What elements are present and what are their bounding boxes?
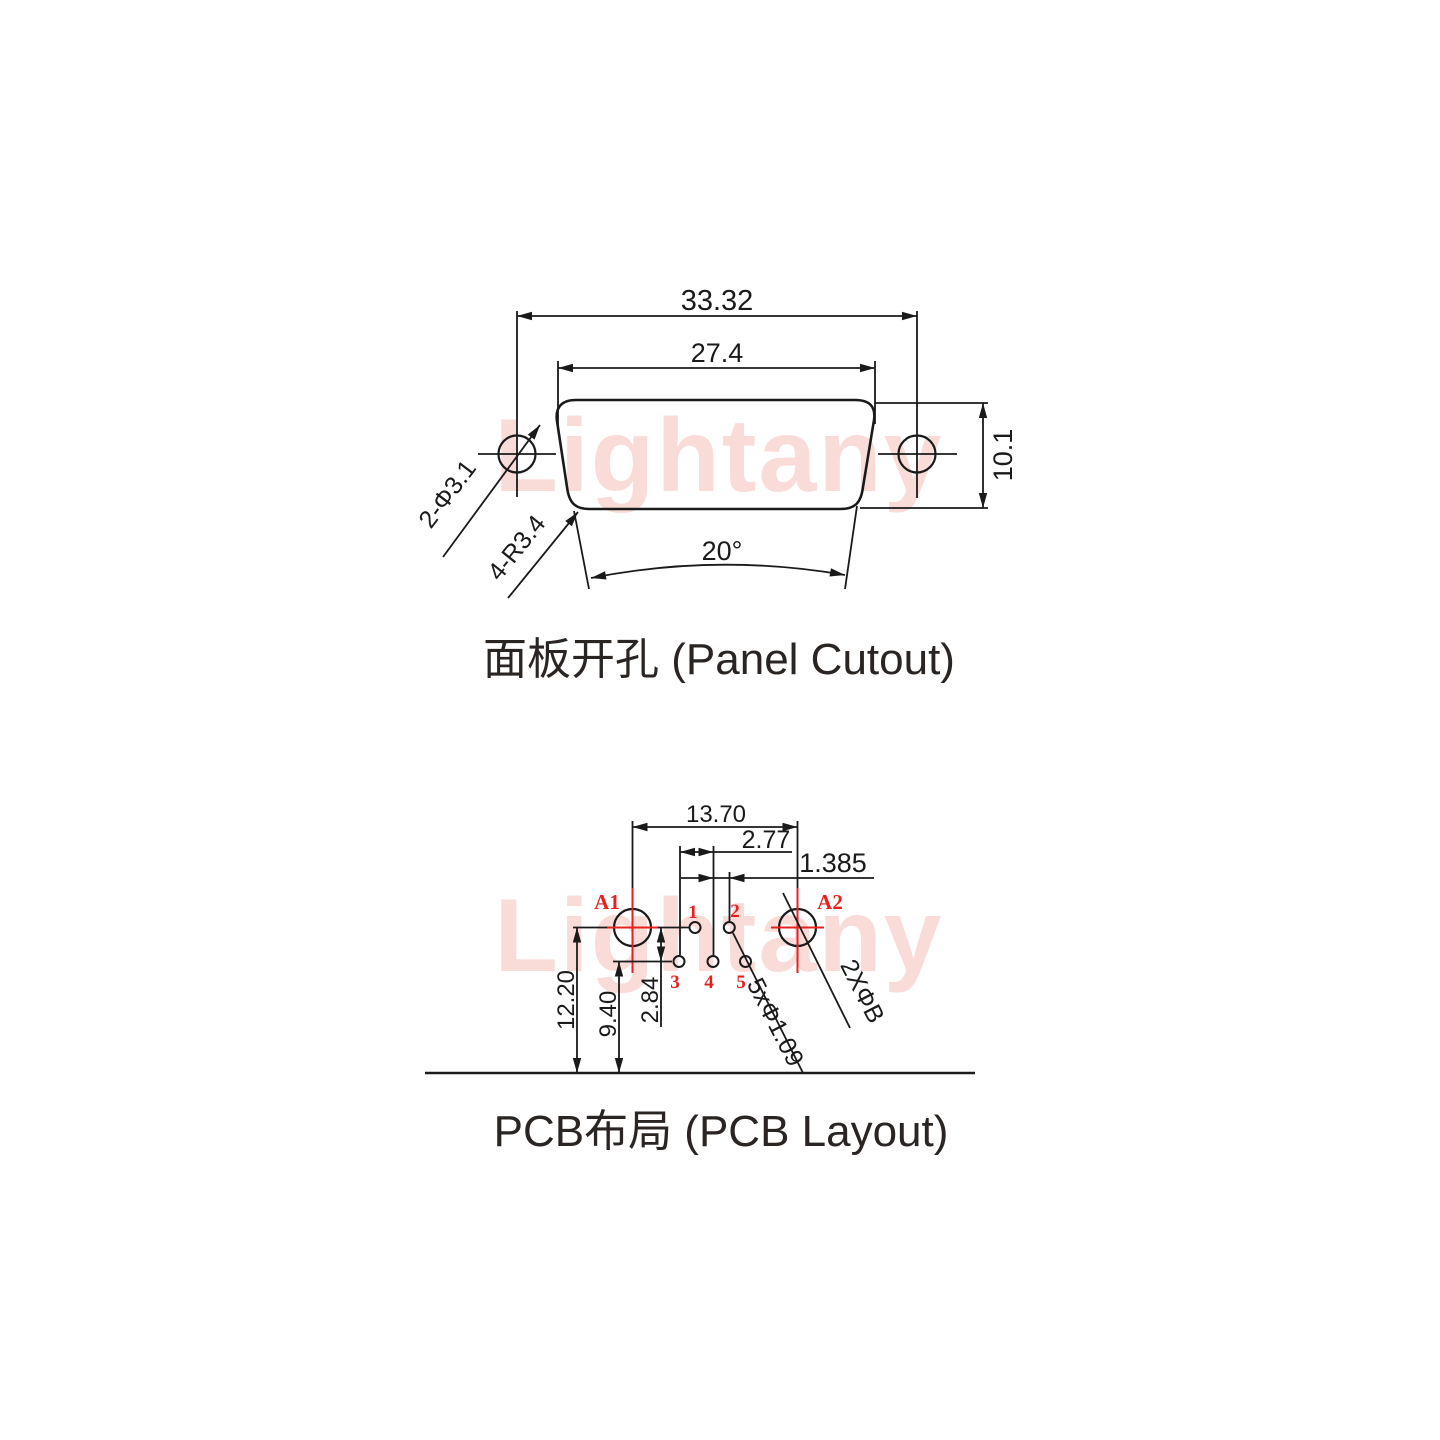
arrowhead [632, 822, 648, 832]
pin-3 [672, 955, 686, 968]
label-corner-radius: 4-R3.4 [482, 510, 551, 586]
dim-text-side-angle: 20° [702, 536, 743, 566]
arrowhead [614, 961, 624, 977]
angle-ext-line-right [844, 505, 858, 590]
pin-label-2: 2 [730, 901, 740, 922]
dim-text-pin-pitch: 2.77 [742, 826, 791, 854]
dim-text-opening-width: 27.4 [691, 338, 744, 368]
arrowhead [572, 1058, 582, 1073]
arrowhead [729, 873, 745, 883]
arrowhead [656, 946, 666, 962]
pcb-layout-title: PCB布局 (PCB Layout) [494, 1107, 949, 1156]
dim-text-hole-span: 33.32 [681, 285, 754, 317]
arrowhead [527, 425, 540, 440]
pin-label-1: 1 [688, 902, 698, 923]
pin-label-5: 5 [736, 972, 746, 993]
arrowhead [978, 403, 988, 418]
arrowhead [698, 847, 714, 857]
arrowhead [591, 571, 607, 580]
arrowhead [517, 311, 532, 321]
arrowhead [860, 363, 875, 373]
pad-label-a2: A2 [817, 890, 843, 914]
arrowhead [572, 927, 582, 943]
panel-cutout-title: 面板开孔 (Panel Cutout) [483, 635, 955, 684]
leader-line-signal-holes [732, 932, 804, 1074]
arrowhead [558, 363, 573, 373]
pin-label-4: 4 [704, 972, 714, 993]
angle-ext-line-left [573, 510, 590, 590]
arrowhead [614, 1058, 624, 1073]
leader-line-power-holes [782, 892, 851, 1029]
pad-label-a1: A1 [594, 890, 620, 914]
arrowhead [902, 311, 917, 321]
pin-label-3: 3 [670, 972, 680, 993]
label-mount-holes: 2-Φ3.1 [413, 455, 482, 533]
dim-text-opening-height: 10.1 [988, 429, 1018, 482]
arrowhead [680, 847, 695, 857]
arrowhead [565, 512, 578, 527]
arrowhead [656, 927, 666, 943]
pin-4 [706, 955, 720, 968]
dim-text-lower-row-height: 9.40 [595, 991, 622, 1038]
arrowhead [782, 822, 798, 832]
pcb-layout-drawing: 13.70 2.77 1.385 A1 A2 1 2 3 4 5 [425, 801, 975, 1156]
dim-text-row-gap: 2.84 [637, 977, 664, 1024]
leader-line-mount-holes [442, 424, 541, 558]
dim-text-power-pad-span: 13.70 [686, 801, 746, 828]
dim-text-power-row-height: 12.20 [553, 970, 580, 1030]
angle-arc [590, 563, 846, 579]
dim-text-row-offset: 1.385 [799, 848, 867, 878]
pin-2 [722, 921, 736, 934]
dsub-cutout-outline [555, 398, 876, 511]
arrowhead [978, 493, 988, 508]
watermark-text-bottom: Lightany [494, 878, 943, 994]
arrowhead [698, 873, 714, 883]
leader-line-corner-radius [507, 511, 579, 599]
arrowhead [829, 568, 845, 577]
arrowheads [517, 311, 988, 1073]
